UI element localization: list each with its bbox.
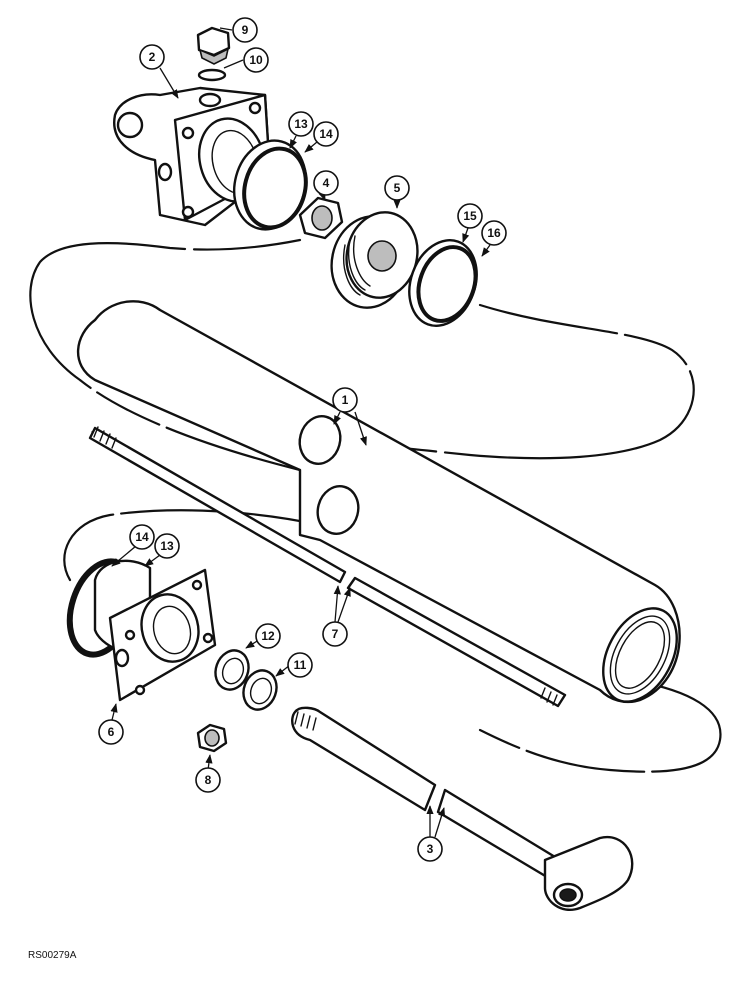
svg-text:6: 6 <box>108 725 115 739</box>
callout-14-bottom: 14 <box>129 524 155 550</box>
svg-text:7: 7 <box>332 627 339 641</box>
callout-14-top: 14 <box>313 121 339 147</box>
tie-rod <box>88 426 567 708</box>
callout-10: 10 <box>243 47 269 73</box>
svg-text:12: 12 <box>261 629 275 643</box>
svg-text:1: 1 <box>342 393 349 407</box>
piston-ring <box>416 245 478 323</box>
svg-text:4: 4 <box>323 176 330 190</box>
callout-1: 1 <box>332 387 358 413</box>
callout-6: 6 <box>98 719 124 745</box>
callout-12: 12 <box>255 623 281 649</box>
callout-13-top: 13 <box>288 111 314 137</box>
callout-8: 8 <box>195 767 221 793</box>
figure-reference: RS00279A <box>28 950 77 961</box>
svg-text:13: 13 <box>160 539 174 553</box>
svg-text:15: 15 <box>463 209 477 223</box>
svg-text:14: 14 <box>135 530 149 544</box>
o-ring-plug <box>197 68 227 82</box>
backup-ring-top <box>242 146 308 230</box>
svg-text:3: 3 <box>427 842 434 856</box>
callout-11: 11 <box>287 652 313 678</box>
assembly-loop-upper <box>29 238 695 472</box>
cylinder-tube <box>76 300 681 704</box>
svg-text:10: 10 <box>249 53 263 67</box>
callout-3: 3 <box>417 836 443 862</box>
svg-text:13: 13 <box>294 117 308 131</box>
svg-text:11: 11 <box>294 658 307 672</box>
piston-rod <box>291 706 634 911</box>
callout-13-bottom: 13 <box>154 533 180 559</box>
port-plug <box>196 26 231 65</box>
callout-4: 4 <box>313 170 339 196</box>
svg-text:8: 8 <box>205 773 212 787</box>
callout-2: 2 <box>139 44 165 70</box>
svg-text:14: 14 <box>319 127 333 141</box>
callout-15: 15 <box>457 203 483 229</box>
piston <box>330 211 419 309</box>
callout-16: 16 <box>481 220 507 246</box>
callout-7: 7 <box>322 621 348 647</box>
piston-nut <box>298 196 344 240</box>
assembly-loop-lower <box>63 509 722 773</box>
svg-text:2: 2 <box>149 50 156 64</box>
head-nut <box>196 723 228 753</box>
callout-9: 9 <box>232 17 258 43</box>
svg-text:5: 5 <box>394 181 401 195</box>
svg-text:16: 16 <box>487 226 501 240</box>
svg-text:9: 9 <box>242 23 249 37</box>
callout-5: 5 <box>384 175 410 201</box>
head-front <box>66 558 217 702</box>
rod-seal-inner <box>249 677 273 705</box>
wiper-seal-inner <box>221 657 245 685</box>
